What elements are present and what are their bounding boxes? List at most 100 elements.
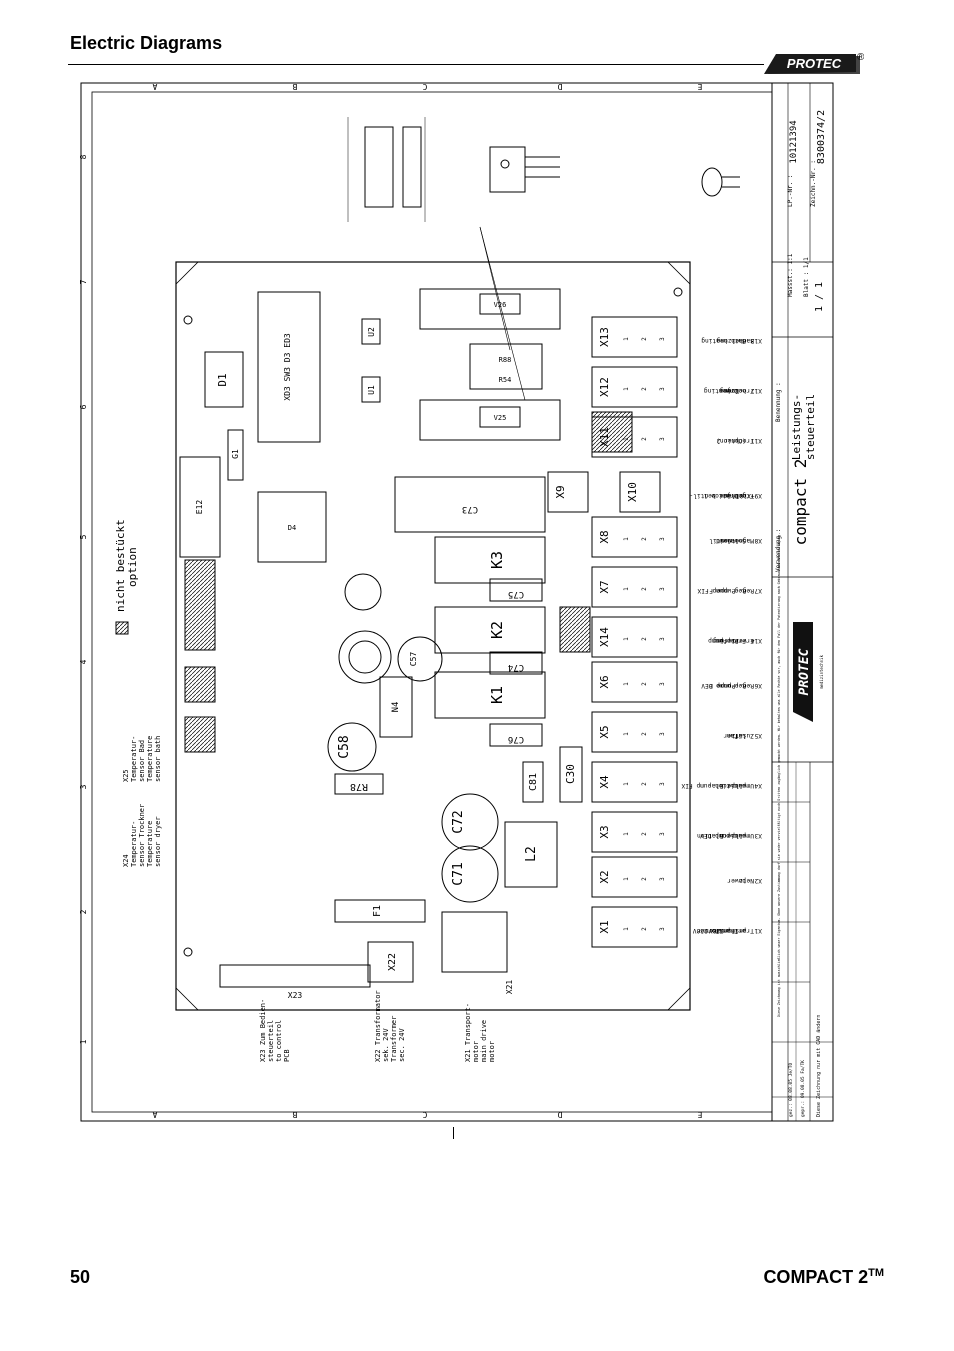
svg-text:X5: X5 (598, 725, 611, 738)
relay-k2: K2 (434, 606, 546, 654)
left-label-x24: sensor Trockner (138, 804, 146, 867)
inductor-l2 (504, 821, 558, 888)
svg-text:3: 3 (659, 637, 666, 641)
hatched-option-area (184, 666, 216, 703)
drawing-no-label: Zeichn.-Nr. : (810, 160, 817, 207)
svg-text:X4: X4 (598, 775, 611, 789)
chip-xd3 (257, 291, 321, 443)
connector-label-x4: pumpe F (720, 782, 746, 789)
grid-row-6: 6 (80, 404, 88, 409)
cad-note: Diese Zeichnung nur mit CAD ändern (816, 1015, 822, 1117)
connector-label-x8: Magnetventil (709, 537, 754, 544)
svg-text:2: 2 (641, 337, 648, 341)
svg-text:X13: X13 (598, 327, 611, 347)
product-label: COMPACT 2 (763, 1267, 869, 1287)
grid-col-bottom-D: D (557, 1110, 562, 1119)
svg-text:L2: L2 (524, 846, 539, 862)
svg-text:1: 1 (623, 337, 630, 341)
pcb-board (175, 261, 691, 1011)
left-label-x23: PCB (283, 1049, 291, 1062)
svg-text:R88: R88 (499, 356, 512, 364)
grid-row-5: 5 (80, 534, 88, 539)
svg-text:X14: X14 (598, 627, 611, 647)
connector-label-x3: pumpe E (720, 832, 746, 839)
connector-label-x12: X12 (751, 387, 762, 394)
svg-text:X7: X7 (598, 580, 611, 593)
grid-col-top-B: B (292, 82, 297, 91)
svg-text:D4: D4 (288, 524, 296, 532)
connector-label-x7: Reg.-pump FIX (697, 587, 746, 594)
designation-line2: steuerteil (804, 394, 817, 460)
connector-label-x12: Trockner- (720, 387, 754, 394)
svg-text:C72: C72 (451, 810, 466, 833)
connector-label-x4: circula- (708, 782, 738, 789)
relay-k3: K3 (434, 536, 546, 584)
left-label-x24: Temperature (146, 821, 154, 867)
drawing-no-value: 8300374/2 (816, 110, 827, 164)
svg-text:C58: C58 (337, 735, 352, 758)
hatched-option-area-2 (184, 716, 216, 753)
svg-text:2: 2 (641, 832, 648, 836)
svg-text:3: 3 (659, 782, 666, 786)
left-label-x22: sek. 24V (382, 1027, 390, 1062)
connector-label-x13: Bath heating (701, 337, 746, 344)
svg-text:C73: C73 (462, 504, 478, 514)
svg-text:C57: C57 (409, 652, 418, 667)
connector-label-x2: Netz (739, 877, 754, 884)
grid-col-bottom-A: A (152, 1110, 157, 1119)
grid-row-3: 3 (80, 784, 88, 789)
svg-text:1: 1 (623, 537, 630, 541)
svg-text:3: 3 (659, 927, 666, 931)
left-label-x22: X22 Transformator (374, 990, 382, 1062)
page-number: 50 (70, 1267, 91, 1287)
connector-label-x14: Frei für (716, 637, 746, 644)
svg-text:R54: R54 (499, 376, 512, 384)
svg-text:3: 3 (659, 437, 666, 441)
connector-label-x3: X3 (754, 832, 762, 839)
drawn-by: gez.: 08.08.05 Je/TO (788, 1063, 794, 1117)
protec-logo: PROTEC ® (764, 50, 865, 76)
grid-col-bottom-E: E (697, 1110, 702, 1119)
usage-label: Verwendung : (775, 529, 782, 572)
connector-label-x1: X1 (754, 927, 762, 934)
grid-row-4: 4 (80, 659, 88, 664)
svg-text:X9: X9 (554, 485, 567, 498)
cap-c71 (441, 845, 499, 903)
page-title: Electric Diagrams (70, 33, 223, 53)
svg-text:3: 3 (659, 832, 666, 836)
connector-label-x5: lüfter (723, 732, 746, 739)
header-rule (68, 64, 764, 65)
cap-c30 (559, 746, 583, 803)
detail-resistor-r78 (347, 117, 426, 222)
svg-text:X21: X21 (505, 980, 514, 995)
title-block-subtitle: medizintechnik (819, 655, 824, 689)
connector-x23 (219, 964, 371, 988)
svg-text:U1: U1 (367, 385, 376, 395)
svg-text:1: 1 (623, 732, 630, 736)
connector-x21 (441, 911, 508, 973)
checked-by: gepr.: 09.08.05 Fa/TK (800, 1060, 806, 1117)
lp-no-label: LP.-Nr. : (787, 174, 794, 207)
svg-text:2: 2 (641, 537, 648, 541)
svg-text:2: 2 (641, 637, 648, 641)
resistor-r88 (469, 343, 543, 390)
cap-c76 (489, 723, 543, 747)
svg-text:1: 1 (623, 832, 630, 836)
svg-text:X6: X6 (598, 675, 611, 688)
svg-text:1: 1 (623, 682, 630, 686)
svg-text:3: 3 (659, 732, 666, 736)
connector-label-x11: X11 (751, 437, 762, 444)
connector-label-x3: pump DEV (700, 832, 730, 839)
connector-label-x10: Dryer ventil- (690, 492, 738, 499)
cap-c58 (327, 722, 377, 772)
connector-label-x1: prim. 230V (708, 927, 746, 934)
left-label-x23: X23 Zum Bedien- (259, 999, 267, 1062)
fuse-f1 (334, 899, 426, 923)
product-name: COMPACT 2TM (763, 1267, 884, 1288)
